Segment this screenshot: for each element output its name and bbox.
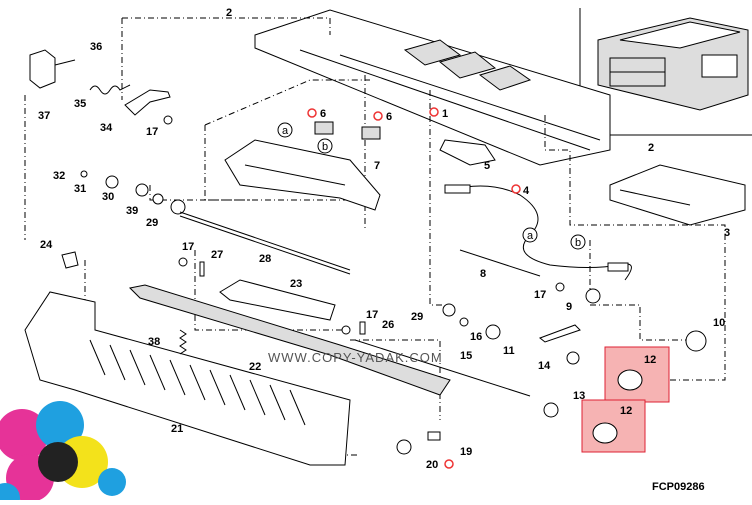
callout-2: 2 [226, 7, 232, 19]
callout-6: 6 [320, 108, 326, 120]
roller-highlight-lower[interactable] [581, 399, 646, 453]
circle-label: a [527, 230, 534, 242]
callout-1: 1 [442, 108, 448, 120]
callout-24: 24 [40, 239, 53, 251]
callout-5: 5 [484, 160, 490, 172]
callout-20: 20 [426, 459, 438, 471]
callout-3: 3 [724, 227, 730, 239]
circle-label: a [282, 125, 289, 137]
callout-7: 7 [374, 160, 380, 172]
highlighted-rollers [581, 346, 670, 453]
replacement-markers [307, 107, 521, 469]
callout-31: 31 [74, 183, 86, 195]
callout-12: 12 [644, 354, 656, 366]
callout-28: 28 [259, 253, 271, 265]
callout-numbers: 1 2 2 3 4 5 6 6 7 8 9 10 11 12 12 13 14 … [38, 7, 730, 471]
callout-37: 37 [38, 110, 50, 122]
callout-11: 11 [503, 345, 515, 357]
callout-16: 16 [470, 331, 482, 343]
figure-code: FCP09286 [652, 481, 705, 493]
callout-34: 34 [100, 122, 113, 134]
callout-19: 19 [460, 446, 472, 458]
callout-4: 4 [523, 185, 530, 197]
color-logo [0, 401, 126, 505]
callout-29: 29 [146, 217, 158, 229]
callout-8: 8 [480, 268, 486, 280]
callout-10: 10 [713, 317, 725, 329]
circle-label: b [575, 237, 581, 249]
watermark-text: WWW.COPY-YADAK.COM [268, 350, 443, 365]
circle-labels: a a b b [277, 122, 586, 250]
callout-9: 9 [566, 301, 572, 313]
callout-35: 35 [74, 98, 86, 110]
parts [24, 49, 746, 466]
printer-inset [579, 8, 752, 136]
callout-13: 13 [573, 390, 585, 402]
callout-17: 17 [366, 309, 378, 321]
callout-21: 21 [171, 423, 183, 435]
watermark: WWW.COPY-YADAK.COM [268, 350, 443, 365]
callout-2: 2 [648, 142, 654, 154]
callout-17: 17 [182, 241, 194, 253]
callout-38: 38 [148, 336, 160, 348]
frame-plate [254, 9, 611, 166]
callout-27: 27 [211, 249, 223, 261]
callout-14: 14 [538, 360, 551, 372]
callout-6: 6 [386, 111, 392, 123]
callout-39: 39 [126, 205, 138, 217]
callout-23: 23 [290, 278, 302, 290]
callout-17: 17 [146, 126, 158, 138]
callout-15: 15 [460, 350, 472, 362]
callout-30: 30 [102, 191, 114, 203]
callout-32: 32 [53, 170, 65, 182]
callout-26: 26 [382, 319, 394, 331]
callout-22: 22 [249, 361, 261, 373]
callout-12: 12 [620, 405, 632, 417]
callout-29: 29 [411, 311, 423, 323]
circle-label: b [322, 141, 328, 153]
callout-17: 17 [534, 289, 546, 301]
callout-36: 36 [90, 41, 102, 53]
